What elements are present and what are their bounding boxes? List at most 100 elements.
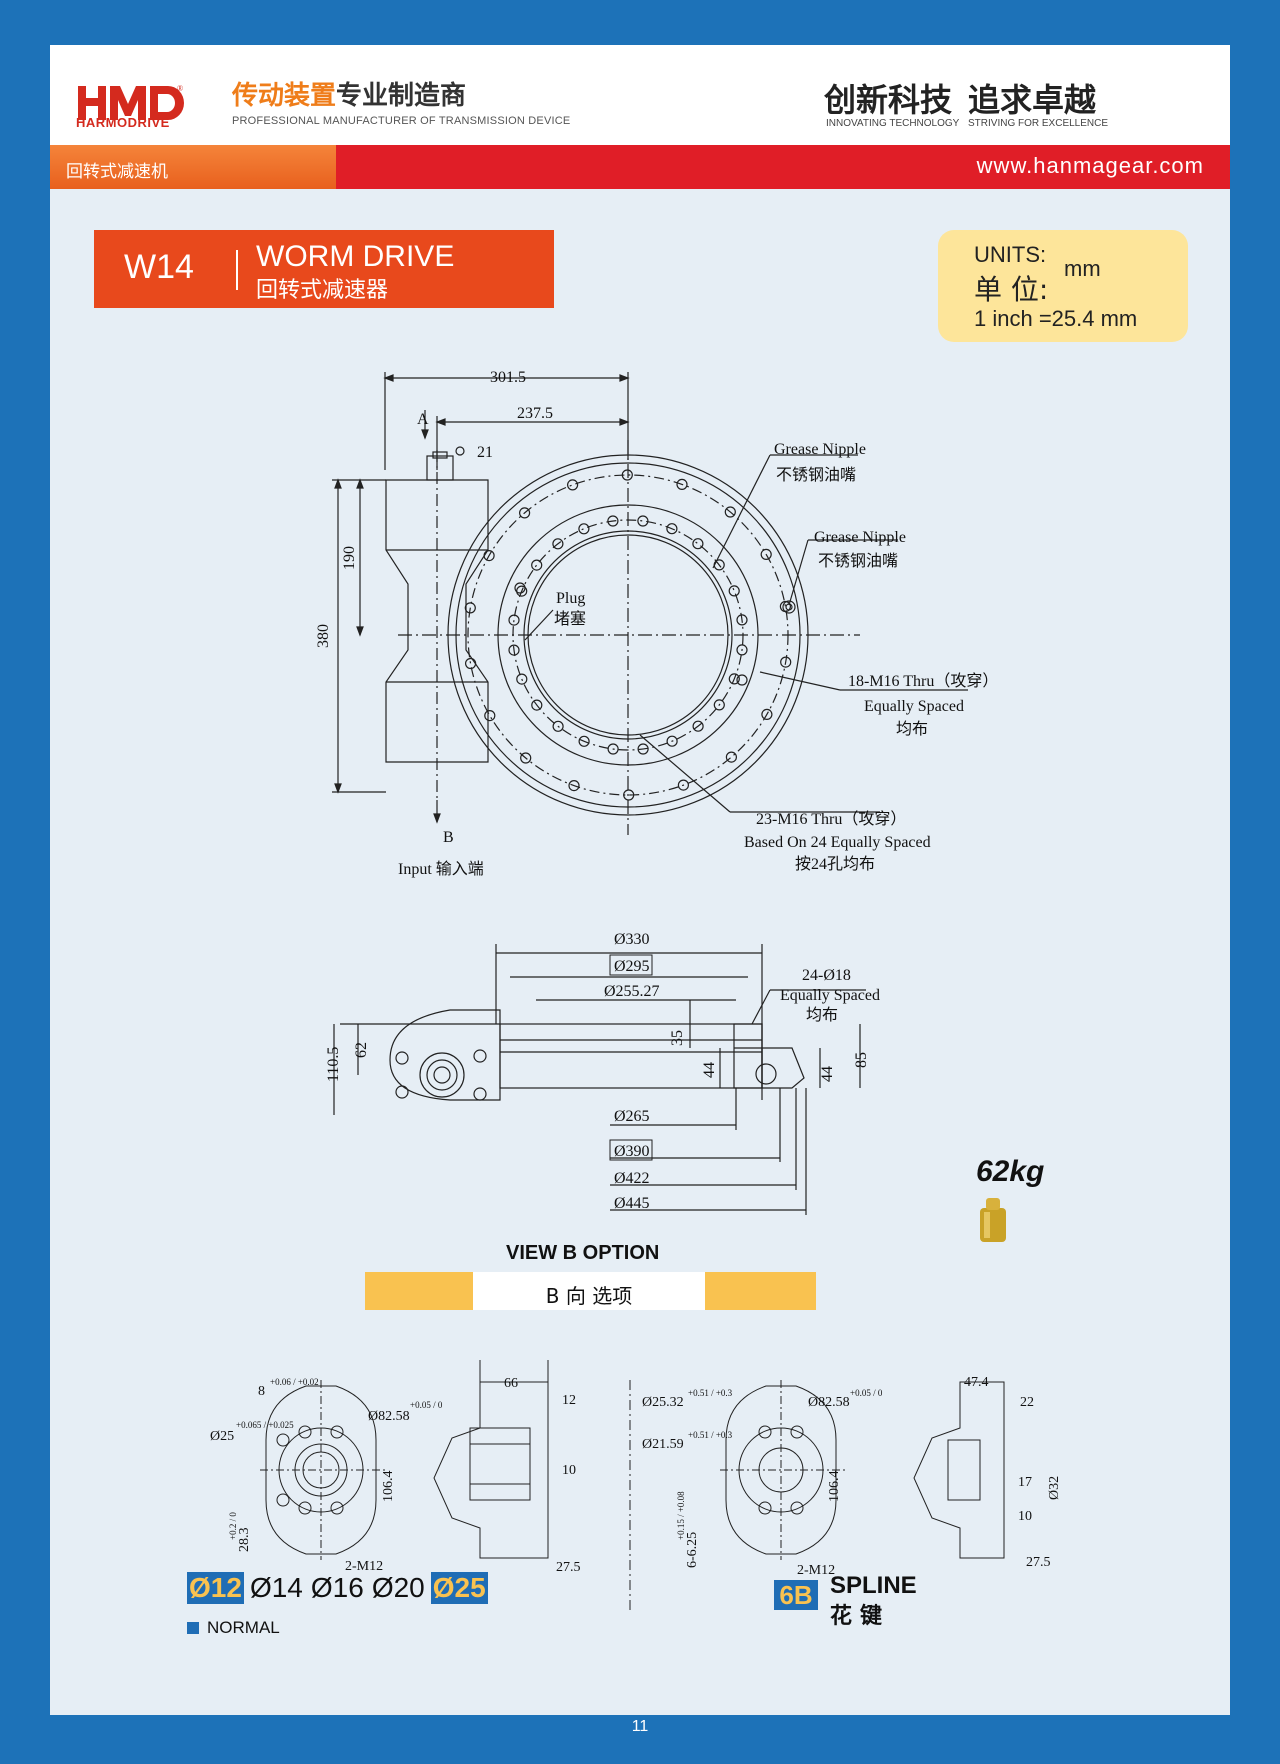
brand-wordmark: HARMODRIVE xyxy=(76,115,170,130)
view-b-label-box: B 向 选项 xyxy=(473,1272,705,1310)
dim-d255: Ø255.27 xyxy=(604,983,660,1000)
bolt-hole xyxy=(520,752,532,764)
bolt-hole xyxy=(623,789,635,801)
spline-tap: 2-M12 xyxy=(797,1563,835,1578)
input-label: Input 输入端 xyxy=(398,860,484,878)
dim-d295: Ø295 xyxy=(614,958,650,975)
bolt-hole xyxy=(566,479,579,491)
bolt-hole xyxy=(666,735,678,747)
dim-d265: Ø265 xyxy=(614,1108,650,1125)
key-keyway: 28.3 xyxy=(237,1528,252,1553)
key-len27: 27.5 xyxy=(556,1560,581,1575)
dim-h62: 62 xyxy=(353,1042,370,1058)
spline-major-tol: +0.51 / +0.3 xyxy=(688,1388,733,1398)
spline-badge: 6B xyxy=(774,1580,818,1610)
bolt-hole xyxy=(692,720,704,732)
inner-holes-3: 按24孔均布 xyxy=(795,855,875,873)
bolt-hole xyxy=(516,673,528,685)
bolt-hole xyxy=(607,515,619,527)
outer-holes-2: Equally Spaced xyxy=(864,698,964,715)
bore-option-16: Ø16 xyxy=(310,1572,364,1603)
spline-pcd-tol: +0.05 / 0 xyxy=(850,1388,883,1398)
product-title-box: W14 WORM DRIVE 回转式减速器 xyxy=(94,230,554,308)
title-divider xyxy=(236,250,238,290)
holes-spec-1: 24-Ø18 xyxy=(802,967,851,984)
bolt-hole xyxy=(676,478,688,490)
legend-square-icon xyxy=(187,1622,199,1634)
grease1-cn: 不锈钢油嘴 xyxy=(776,466,856,484)
category-bar xyxy=(50,145,336,189)
bolt-hole xyxy=(736,614,748,626)
key-len12: 12 xyxy=(562,1393,576,1408)
bolt-hole xyxy=(692,538,704,550)
spline-label-en: SPLINE xyxy=(830,1572,917,1599)
spline-height: 106.4 xyxy=(827,1471,842,1503)
bore-option-25: Ø25 xyxy=(430,1572,488,1604)
slogan-striving: 追求卓越 xyxy=(968,81,1097,119)
key-bore-detail xyxy=(260,1360,549,1560)
bolt-hole xyxy=(666,523,678,535)
product-name-en: WORM DRIVE xyxy=(256,240,455,273)
product-weight: 62kg xyxy=(976,1155,1045,1188)
spline-spec-tol: +0.15 / +0.08 xyxy=(676,1491,686,1540)
bolt-hole xyxy=(531,699,543,711)
units-label-cn: 单 位: xyxy=(974,273,1049,306)
website-link[interactable]: www.hanmagear.com xyxy=(976,153,1204,178)
bolt-hole xyxy=(736,644,748,656)
bolt-hole xyxy=(637,743,649,755)
legend-normal: NORMAL xyxy=(187,1618,280,1638)
bolt-hole xyxy=(518,507,531,519)
dim-h44a: 44 xyxy=(701,1062,718,1078)
key-keyway-tol: +0.2 / 0 xyxy=(228,1512,238,1540)
bolt-hole xyxy=(508,614,520,626)
view-b-title-cn: B 向 选项 xyxy=(545,1284,633,1308)
url-bar xyxy=(336,145,1230,189)
key-width: 8 xyxy=(258,1384,265,1399)
dim-h110: 110.5 xyxy=(325,1047,342,1082)
dim-h44b: 44 xyxy=(819,1066,836,1082)
side-view-drawing xyxy=(333,944,866,1215)
dim-d330: Ø330 xyxy=(614,931,650,948)
spline-label-cn: 花键 xyxy=(830,1604,891,1629)
spline-bore-detail xyxy=(629,1380,1005,1610)
bore-option-12: Ø12 xyxy=(187,1572,244,1604)
spline-minor: Ø21.59 xyxy=(642,1437,684,1452)
spline-pcd: Ø82.58 xyxy=(808,1395,850,1410)
units-box: UNITS: 单 位: mm 1 inch =25.4 mm xyxy=(938,230,1188,342)
bore-option-14: Ø14 xyxy=(249,1572,303,1603)
spline-len27: 27.5 xyxy=(1026,1555,1051,1570)
bolt-hole xyxy=(728,673,740,685)
dim-d390: Ø390 xyxy=(614,1143,650,1160)
spline-minor-tol: +0.51 / +0.3 xyxy=(688,1430,733,1440)
top-view-drawing xyxy=(332,372,968,835)
grease1-en: Grease Nipple xyxy=(774,441,866,458)
bolt-hole xyxy=(725,751,738,763)
grease2-cn: 不锈钢油嘴 xyxy=(818,552,898,570)
label-a: A xyxy=(417,411,429,428)
dim-d445: Ø445 xyxy=(614,1195,650,1212)
view-b-bar: B 向 选项 xyxy=(365,1272,816,1310)
spline-major: Ø25.32 xyxy=(642,1395,684,1410)
bolt-hole xyxy=(578,523,590,535)
outer-mounting-holes xyxy=(464,469,792,801)
dim-total-width: 301.5 xyxy=(490,369,526,386)
bolt-hole xyxy=(483,549,495,562)
inner-mounting-holes xyxy=(508,515,748,755)
svg-text:®: ® xyxy=(177,84,183,93)
product-name-cn: 回转式减速器 xyxy=(256,278,389,303)
key-height: 106.4 xyxy=(381,1471,396,1503)
bolt-hole xyxy=(552,720,564,732)
dim-h85: 85 xyxy=(853,1052,870,1068)
dim-height-total: 380 xyxy=(315,624,332,648)
bolt-hole xyxy=(484,709,496,722)
bolt-hole xyxy=(465,657,477,670)
bolt-hole xyxy=(578,735,590,747)
drawing-annotations: 301.5 237.5 21 A B Input 输入端 380 190 Gre… xyxy=(210,369,1062,1578)
bolt-hole xyxy=(760,548,772,561)
inner-holes-1: 23-M16 Thru（攻穿） xyxy=(756,810,906,828)
dim-h35: 35 xyxy=(669,1030,686,1046)
spline-len17: 17 xyxy=(1018,1475,1032,1490)
bolt-hole xyxy=(621,469,633,481)
bolt-hole xyxy=(637,515,649,527)
